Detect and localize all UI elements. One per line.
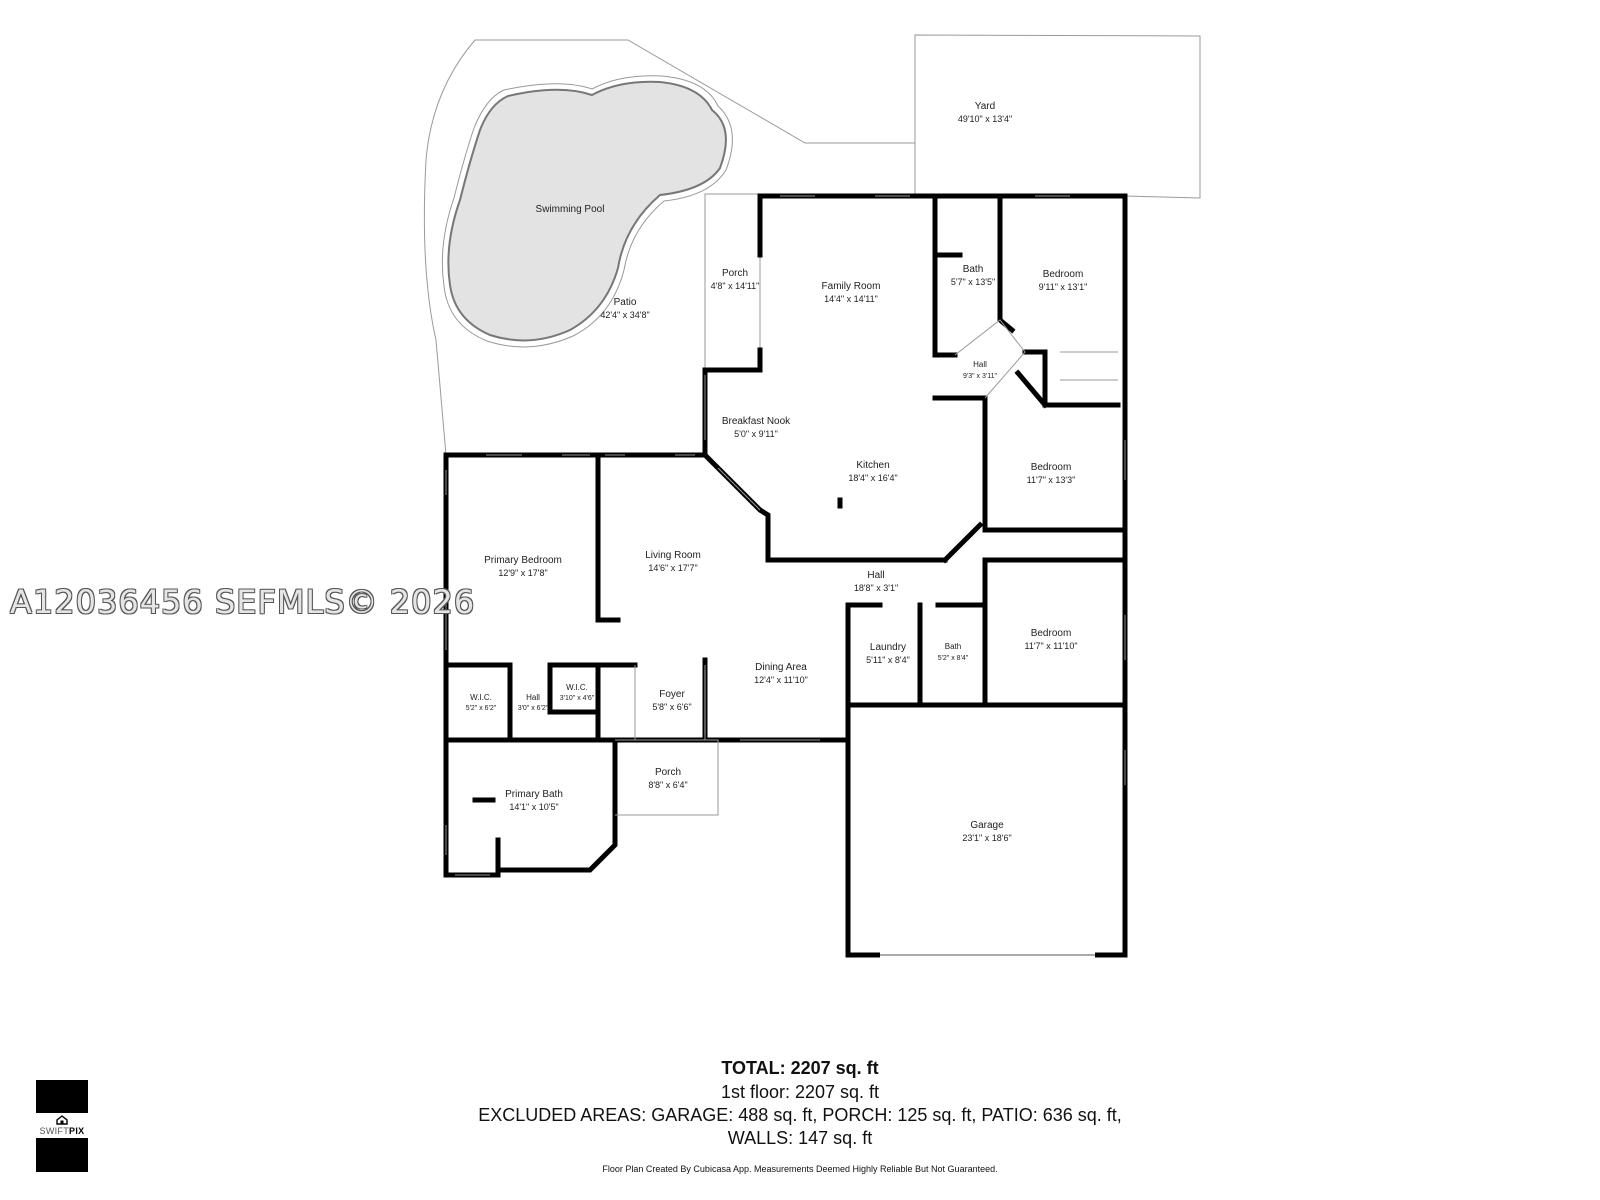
label-patio: Patio 42'4" x 34'8" bbox=[600, 297, 649, 320]
svg-text:Family Room: Family Room bbox=[822, 281, 881, 292]
label-primary-bedroom: Primary Bedroom 12'9" x 17'8" bbox=[484, 555, 562, 578]
svg-text:9'3" x 3'11": 9'3" x 3'11" bbox=[963, 373, 997, 380]
excluded-areas: EXCLUDED AREAS: GARAGE: 488 sq. ft, PORC… bbox=[478, 1105, 1122, 1125]
first-floor-area: 1st floor: 2207 sq. ft bbox=[720, 1082, 880, 1102]
label-breakfast-nook: Breakfast Nook 5'0" x 9'11" bbox=[722, 416, 791, 439]
label-laundry: Laundry 5'11" x 8'4" bbox=[866, 642, 910, 665]
label-family-room: Family Room 14'4" x 14'11" bbox=[822, 281, 881, 304]
svg-text:Bath: Bath bbox=[945, 642, 961, 651]
svg-text:5'7" x 13'5": 5'7" x 13'5" bbox=[951, 277, 995, 287]
disclaimer: Floor Plan Created By Cubicasa App. Meas… bbox=[602, 1164, 998, 1174]
svg-text:3'10" x 4'6": 3'10" x 4'6" bbox=[560, 695, 595, 702]
svg-text:23'1" x 18'6": 23'1" x 18'6" bbox=[962, 833, 1011, 843]
svg-text:Hall: Hall bbox=[973, 360, 987, 369]
svg-text:5'0" x 9'11": 5'0" x 9'11" bbox=[734, 429, 778, 439]
swimming-pool bbox=[447, 80, 727, 342]
svg-text:4'8" x 14'11": 4'8" x 14'11" bbox=[711, 281, 760, 291]
svg-text:9'11" x 13'1": 9'11" x 13'1" bbox=[1039, 282, 1088, 292]
svg-text:5'2" x 6'2": 5'2" x 6'2" bbox=[466, 705, 497, 712]
front-porch-outline bbox=[615, 739, 719, 816]
svg-text:Primary Bedroom: Primary Bedroom bbox=[484, 555, 562, 566]
label-foyer: Foyer 5'8" x 6'6" bbox=[652, 689, 691, 712]
svg-text:18'4" x 16'4": 18'4" x 16'4" bbox=[848, 473, 897, 483]
svg-text:Porch: Porch bbox=[722, 268, 748, 279]
svg-text:42'4" x 34'8": 42'4" x 34'8" bbox=[600, 310, 649, 320]
svg-text:5'11" x 8'4": 5'11" x 8'4" bbox=[866, 655, 910, 665]
svg-text:5'2" x 8'4": 5'2" x 8'4" bbox=[938, 655, 969, 662]
svg-text:Hall: Hall bbox=[526, 693, 540, 702]
label-hall-wic: Hall 3'0" x 6'2" bbox=[518, 693, 549, 712]
label-bedroom-ne: Bedroom 9'11" x 13'1" bbox=[1039, 269, 1088, 292]
svg-text:Primary Bath: Primary Bath bbox=[505, 789, 563, 800]
label-bedroom-e: Bedroom 11'7" x 13'3" bbox=[1027, 462, 1076, 485]
svg-text:14'6" x 17'7": 14'6" x 17'7" bbox=[648, 563, 697, 573]
svg-text:14'4" x 14'11": 14'4" x 14'11" bbox=[824, 294, 878, 304]
svg-text:49'10" x 13'4": 49'10" x 13'4" bbox=[958, 114, 1012, 124]
svg-text:W.I.C.: W.I.C. bbox=[470, 693, 492, 702]
label-swimming-pool: Swimming Pool bbox=[536, 204, 605, 215]
svg-text:12'4" x 11'10": 12'4" x 11'10" bbox=[754, 675, 808, 685]
svg-text:Kitchen: Kitchen bbox=[856, 460, 889, 471]
label-bath-mid: Bath 5'2" x 8'4" bbox=[938, 642, 969, 662]
label-wic-1: W.I.C. 5'2" x 6'2" bbox=[466, 693, 497, 712]
label-garage: Garage 23'1" x 18'6" bbox=[962, 820, 1011, 843]
svg-text:Patio: Patio bbox=[614, 297, 637, 308]
svg-text:Porch: Porch bbox=[655, 767, 681, 778]
svg-text:11'7" x 13'3": 11'7" x 13'3" bbox=[1027, 475, 1076, 485]
label-primary-bath: Primary Bath 14'1" x 10'5" bbox=[505, 789, 563, 812]
svg-text:Breakfast Nook: Breakfast Nook bbox=[722, 416, 791, 427]
svg-text:Bedroom: Bedroom bbox=[1031, 628, 1072, 639]
svg-text:Foyer: Foyer bbox=[659, 689, 685, 700]
svg-text:Bedroom: Bedroom bbox=[1031, 462, 1072, 473]
label-kitchen: Kitchen 18'4" x 16'4" bbox=[848, 460, 897, 483]
label-dining-area: Dining Area 12'4" x 11'10" bbox=[754, 662, 808, 685]
svg-text:5'8" x 6'6": 5'8" x 6'6" bbox=[652, 702, 691, 712]
logo-pix: PIX bbox=[69, 1126, 85, 1136]
total-area: TOTAL: 2207 sq. ft bbox=[721, 1058, 879, 1078]
label-hall-mid: Hall 18'8" x 3'1" bbox=[854, 570, 898, 593]
svg-text:Bath: Bath bbox=[963, 264, 984, 275]
patio-outline bbox=[423, 34, 1201, 456]
logo-swift: SWIFT bbox=[39, 1126, 70, 1136]
mls-watermark: A12036456 SEFMLS© 2026 bbox=[10, 583, 476, 621]
label-wic-2: W.I.C. 3'10" x 4'6" bbox=[560, 683, 595, 702]
swiftpix-logo: SWIFTPIX bbox=[36, 1080, 88, 1172]
svg-text:Laundry: Laundry bbox=[870, 642, 906, 653]
label-yard: Yard 49'10" x 13'4" bbox=[958, 101, 1012, 124]
svg-text:Dining Area: Dining Area bbox=[755, 662, 807, 673]
house-icon bbox=[56, 1115, 68, 1125]
svg-text:Yard: Yard bbox=[975, 101, 995, 112]
svg-text:11'7" x 11'10": 11'7" x 11'10" bbox=[1024, 641, 1077, 651]
svg-text:Bedroom: Bedroom bbox=[1043, 269, 1084, 280]
svg-text:Swimming Pool: Swimming Pool bbox=[536, 204, 605, 215]
svg-text:12'9" x 17'8": 12'9" x 17'8" bbox=[498, 568, 547, 578]
svg-text:Garage: Garage bbox=[970, 820, 1004, 831]
wall-north bbox=[757, 193, 1128, 933]
svg-text:14'1" x 10'5": 14'1" x 10'5" bbox=[509, 802, 558, 812]
walls-area: WALLS: 147 sq. ft bbox=[727, 1128, 873, 1148]
svg-text:Living Room: Living Room bbox=[645, 550, 701, 561]
label-bath-top: Bath 5'7" x 13'5" bbox=[951, 264, 995, 287]
label-porch-back: Porch 4'8" x 14'11" bbox=[711, 268, 760, 291]
label-hall-ne: Hall 9'3" x 3'11" bbox=[963, 360, 997, 380]
svg-text:3'0" x 6'2": 3'0" x 6'2" bbox=[518, 705, 549, 712]
svg-text:W.I.C.: W.I.C. bbox=[566, 683, 588, 692]
label-porch-front: Porch 8'8" x 6'4" bbox=[648, 767, 687, 790]
svg-text:18'8" x 3'1": 18'8" x 3'1" bbox=[854, 583, 898, 593]
svg-text:8'8" x 6'4": 8'8" x 6'4" bbox=[648, 780, 687, 790]
svg-text:Hall: Hall bbox=[867, 570, 884, 581]
label-bedroom-se: Bedroom 11'7" x 11'10" bbox=[1024, 628, 1077, 651]
label-living-room: Living Room 14'6" x 17'7" bbox=[645, 550, 701, 573]
